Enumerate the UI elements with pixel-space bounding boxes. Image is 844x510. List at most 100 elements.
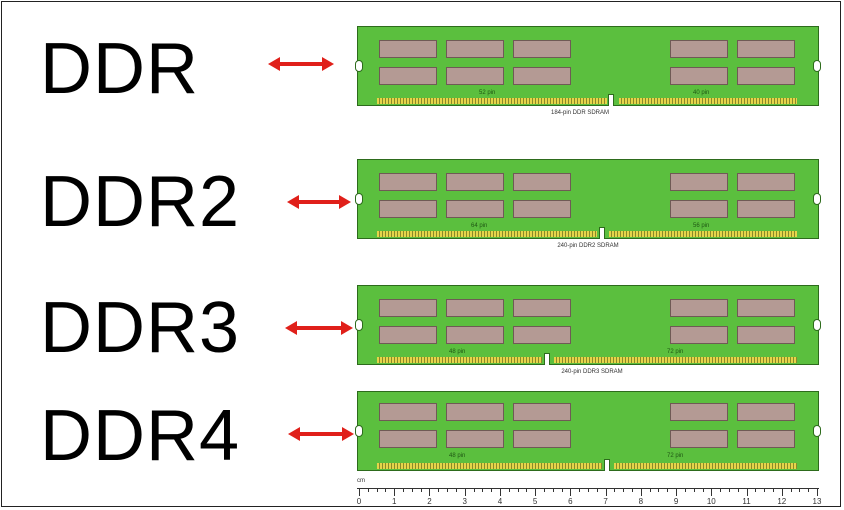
ruler-tick-label: 13 (812, 497, 822, 506)
contact-pins (377, 463, 602, 469)
memory-chip (379, 326, 437, 344)
pin-count-note: 72 pin (667, 349, 684, 355)
ruler-minor-tick (614, 488, 616, 492)
memory-chip (513, 430, 571, 448)
module-caption: 240-pin DDR2 SDRAM (557, 243, 619, 249)
double-headed-arrow-icon (288, 427, 354, 441)
pcb (357, 26, 819, 106)
ruler-tick (499, 488, 501, 496)
module-ddr4: 48 pin 72 pin (355, 391, 821, 471)
ruler-minor-tick (808, 488, 810, 492)
memory-chip (513, 67, 571, 85)
memory-chip (670, 403, 728, 421)
ruler-unit: cm (357, 478, 365, 484)
ruler-minor-tick (667, 488, 669, 492)
ruler-tick (535, 488, 537, 496)
ruler-tick-label: 1 (391, 497, 397, 506)
ruler-minor-tick (588, 488, 589, 492)
pin-count-note: 52 pin (479, 90, 496, 96)
ruler-minor-tick (482, 488, 484, 492)
memory-chip (513, 403, 571, 421)
ruler-tick-label: 8 (638, 497, 644, 506)
memory-chip (446, 67, 504, 85)
memory-chip (446, 200, 504, 218)
ruler-minor-tick (447, 488, 449, 492)
contact-pins (609, 231, 797, 237)
ruler-tick-label: 3 (462, 497, 467, 506)
side-notch-right (813, 425, 821, 437)
ruler-minor-tick (764, 488, 766, 492)
pin-count-note: 56 pin (693, 223, 710, 229)
memory-chip (379, 403, 437, 421)
ruler-minor-tick (403, 488, 405, 492)
ruler-minor-tick (790, 488, 792, 492)
side-notch-right (813, 60, 821, 72)
ruler-tick (711, 488, 713, 496)
double-headed-arrow-icon (268, 57, 334, 71)
ruler-minor-tick (737, 488, 739, 492)
ruler-tick-label: 11 (742, 497, 751, 506)
label-ddr: DDR (40, 29, 199, 109)
double-headed-arrow-icon (285, 321, 353, 335)
ruler-minor-tick (684, 488, 686, 492)
side-notch-left (355, 319, 363, 331)
ruler-minor-tick (552, 488, 554, 492)
memory-chip (737, 326, 795, 344)
ruler-tick (817, 488, 818, 496)
memory-chip (670, 326, 728, 344)
memory-chip (379, 430, 437, 448)
memory-chip (513, 326, 571, 344)
ruler-minor-tick (420, 488, 422, 492)
ruler-minor-tick (543, 488, 545, 492)
ruler-minor-tick (579, 488, 581, 492)
memory-chip (513, 299, 571, 317)
ruler-minor-tick (385, 488, 387, 492)
module-ddr: 52 pin 40 pin (355, 26, 821, 106)
ruler-tick (394, 488, 396, 496)
key-notch (544, 353, 550, 365)
memory-chip (446, 40, 504, 58)
memory-chip (670, 430, 728, 448)
ruler-minor-tick (367, 488, 369, 492)
contact-pins (554, 357, 797, 363)
memory-chip (379, 173, 437, 191)
ruler-minor-tick (473, 488, 475, 492)
ruler-minor-tick (728, 488, 730, 492)
memory-chip (379, 67, 437, 85)
memory-chip (737, 403, 795, 421)
contact-pins (377, 357, 542, 363)
contact-pins (614, 463, 797, 469)
module-caption: 184-pin DDR SDRAM (550, 110, 610, 116)
memory-chip (446, 173, 504, 191)
memory-chip (513, 173, 571, 191)
ruler-minor-tick (517, 488, 519, 492)
memory-chip (513, 40, 571, 58)
pin-count-note: 48 pin (449, 453, 466, 459)
ruler-minor-tick (508, 488, 510, 492)
side-notch-left (355, 425, 363, 437)
key-notch (604, 459, 610, 471)
side-notch-left (355, 60, 363, 72)
side-notch-right (813, 193, 821, 205)
contact-pins (377, 231, 597, 237)
ruler-tick (640, 488, 642, 496)
ruler-minor-tick (755, 488, 757, 492)
ruler-tick-label: 6 (568, 497, 573, 506)
memory-chip (670, 299, 728, 317)
ruler-tick (746, 488, 748, 496)
ruler-minor-tick (455, 488, 457, 492)
memory-chip (670, 173, 728, 191)
ruler-minor-tick (623, 488, 625, 492)
ruler-minor-tick (720, 488, 722, 492)
ruler-tick-label: 2 (427, 497, 432, 506)
memory-chip (737, 173, 795, 191)
memory-chip (670, 40, 728, 58)
memory-chip (737, 67, 795, 85)
label-ddr4: DDR4 (40, 396, 241, 476)
ruler-tick-label: 9 (673, 497, 679, 506)
label-ddr3: DDR3 (40, 288, 241, 368)
ruler-tick-label: 10 (706, 497, 716, 506)
ruler-tick (359, 488, 360, 496)
